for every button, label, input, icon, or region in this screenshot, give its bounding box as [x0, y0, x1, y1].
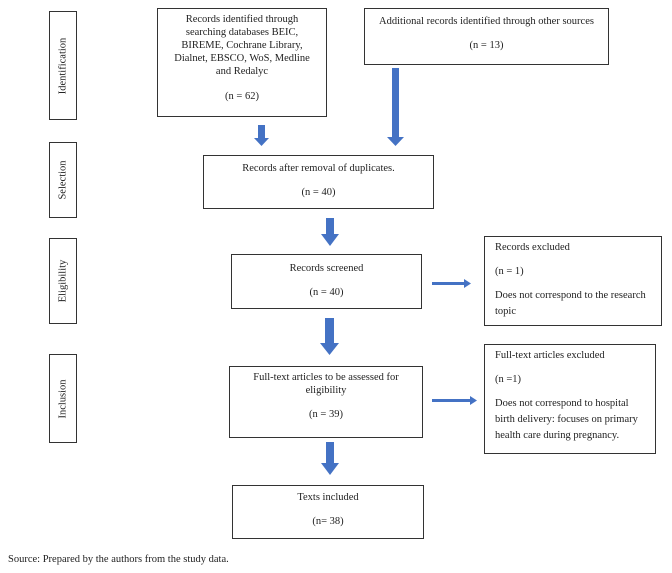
after-duplicates-box: Records after removal of duplicates. (n …: [203, 155, 434, 209]
fulltext-assessed-line-2: eligibility: [305, 385, 347, 396]
fulltext-excluded-reason-1: Does not correspond to hospital: [495, 398, 629, 409]
additional-records-count: (n = 13): [469, 40, 504, 51]
arrow-down-fulltext: [321, 442, 339, 475]
records-identified-count: (n = 62): [225, 91, 259, 102]
records-identified-line-5: and Redalyc: [215, 66, 269, 77]
arrow-right-fulltext-excluded: [432, 396, 477, 405]
fulltext-excluded-reason-2: birth delivery: focuses on primary: [495, 414, 638, 425]
records-screened-count: (n = 40): [309, 287, 344, 298]
records-identified-line-1: Records identified through: [185, 14, 299, 25]
records-excluded-reason-1: Does not correspond to the research: [495, 290, 646, 301]
records-excluded-box: Records excluded (n = 1) Does not corres…: [484, 236, 662, 326]
stage-selection: Selection: [49, 142, 77, 218]
stage-identification: Identification: [49, 11, 77, 120]
fulltext-excluded-title: Full-text articles excluded: [495, 350, 605, 361]
records-excluded-reason-2: topic: [495, 306, 516, 317]
source-note: Source: Prepared by the authors from the…: [8, 554, 229, 565]
additional-records-box: Additional records identified through ot…: [364, 8, 609, 65]
after-duplicates-count: (n = 40): [301, 187, 336, 198]
records-screened-text: Records screened: [289, 263, 364, 274]
additional-records-text: Additional records identified through ot…: [379, 16, 594, 27]
texts-included-text: Texts included: [297, 492, 359, 503]
records-identified-box: Records identified through searching dat…: [157, 8, 327, 117]
texts-included-count: (n= 38): [312, 516, 344, 527]
records-excluded-title: Records excluded: [495, 242, 570, 253]
records-excluded-count: (n = 1): [495, 266, 524, 277]
arrow-down-additional: [387, 68, 404, 146]
fulltext-assessed-box: Full-text articles to be assessed for el…: [229, 366, 423, 438]
fulltext-assessed-count: (n = 39): [309, 409, 343, 420]
records-identified-line-3: BIREME, Cochrane Library,: [181, 40, 303, 51]
records-identified-line-2: searching databases BEIC,: [185, 27, 299, 38]
records-identified-line-4: Dialnet, EBSCO, WoS, Medline: [174, 53, 310, 64]
arrow-down-duplicates: [321, 218, 339, 246]
arrow-down-screened: [320, 318, 339, 355]
texts-included-box: Texts included (n= 38): [232, 485, 424, 539]
stage-eligibility: Eligibility: [49, 238, 77, 324]
fulltext-excluded-box: Full-text articles excluded (n =1) Does …: [484, 344, 656, 454]
arrow-down-identified: [254, 125, 269, 146]
fulltext-assessed-line-1: Full-text articles to be assessed for: [253, 372, 399, 383]
after-duplicates-text: Records after removal of duplicates.: [242, 163, 395, 174]
arrow-right-excluded: [432, 279, 471, 288]
fulltext-excluded-reason-3: health care during pregnancy.: [495, 430, 620, 441]
fulltext-excluded-count: (n =1): [495, 374, 522, 385]
stage-inclusion: Inclusion: [49, 354, 77, 443]
records-screened-box: Records screened (n = 40): [231, 254, 422, 309]
